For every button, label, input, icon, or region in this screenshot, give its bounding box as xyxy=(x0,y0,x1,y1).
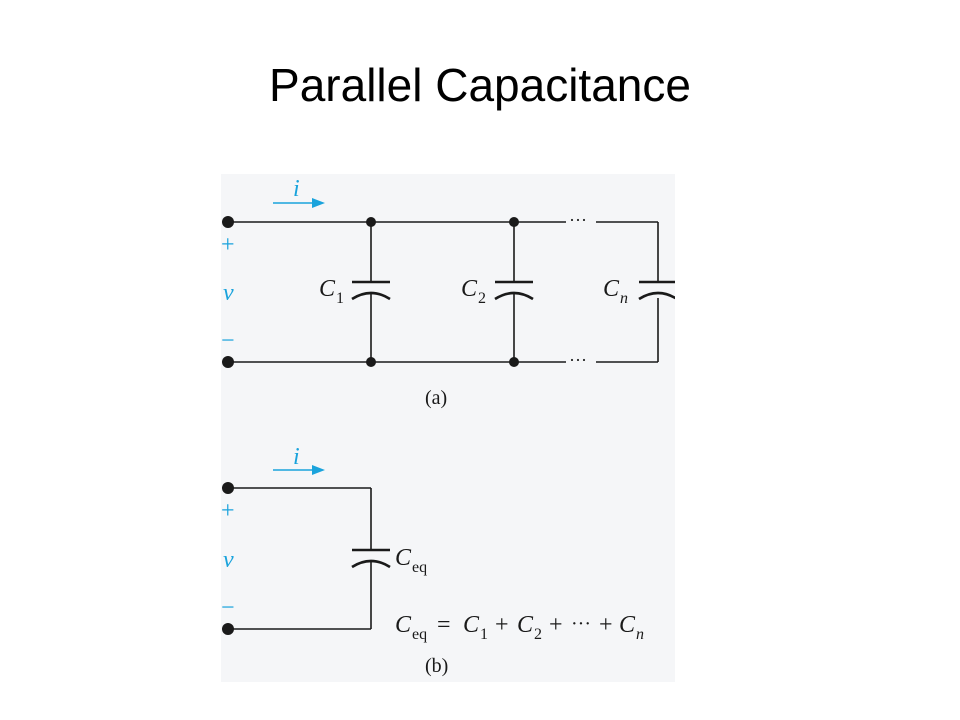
eq-termn-sub: n xyxy=(636,626,644,643)
eq-term1-sub: 1 xyxy=(480,626,488,643)
terminal-node-bottom-a xyxy=(222,356,234,368)
voltage-label-a: v xyxy=(223,280,234,306)
eq-plus1: + xyxy=(495,612,509,638)
capacitor-ceq: C eq xyxy=(351,545,427,576)
plus-label-a: + xyxy=(221,232,235,258)
eq-lhs-letter: C xyxy=(395,612,412,638)
capacitor-c1: C 1 xyxy=(319,222,391,362)
eq-dots: ··· xyxy=(571,613,591,635)
circuit-diagram: i ··· ··· + v − C 1 xyxy=(221,176,678,677)
figure-b: i + v − C eq C eq = C 1 + C 2 + ··· xyxy=(221,444,644,677)
terminal-node-top-b xyxy=(222,482,234,494)
eq-plus3: + xyxy=(599,612,613,638)
voltage-label-b: v xyxy=(223,547,234,573)
eq-lhs-sub: eq xyxy=(412,626,427,643)
arrowhead-icon xyxy=(312,465,325,475)
circuit-figure: i ··· ··· + v − C 1 xyxy=(221,174,678,682)
eq-term1-letter: C xyxy=(463,612,480,638)
cap1-sub: 1 xyxy=(336,290,344,307)
plus-label-b: + xyxy=(221,498,235,524)
capn-sub: n xyxy=(620,290,628,307)
terminal-node-top-a xyxy=(222,216,234,228)
cap2-letter: C xyxy=(461,276,478,302)
eq-termn-letter: C xyxy=(619,612,636,638)
arrowhead-icon xyxy=(312,198,325,208)
eq-plus2: + xyxy=(549,612,563,638)
terminal-node-bottom-b xyxy=(222,623,234,635)
eq-term2-sub: 2 xyxy=(534,626,542,643)
minus-label-b: − xyxy=(221,595,235,621)
eq-equals: = xyxy=(437,612,451,638)
caption-a: (a) xyxy=(425,387,447,409)
rail-ellipsis-bottom: ··· xyxy=(569,350,587,370)
cap2-sub: 2 xyxy=(478,290,486,307)
eq-term2-letter: C xyxy=(517,612,534,638)
ceq-equation: C eq = C 1 + C 2 + ··· + C n xyxy=(395,612,644,643)
capacitor-c2: C 2 xyxy=(461,222,534,362)
minus-label-a: − xyxy=(221,328,235,354)
current-label-a: i xyxy=(293,176,300,202)
slide-title: Parallel Capacitance xyxy=(269,59,691,111)
figure-a: i ··· ··· + v − C 1 xyxy=(221,176,678,409)
ceq-sub: eq xyxy=(412,559,427,576)
capacitor-cn: C n xyxy=(603,276,678,307)
rail-ellipsis-top: ··· xyxy=(569,210,587,230)
ceq-letter: C xyxy=(395,545,412,571)
caption-b: (b) xyxy=(425,655,448,677)
current-label-b: i xyxy=(293,444,300,470)
capn-letter: C xyxy=(603,276,620,302)
cap1-letter: C xyxy=(319,276,336,302)
